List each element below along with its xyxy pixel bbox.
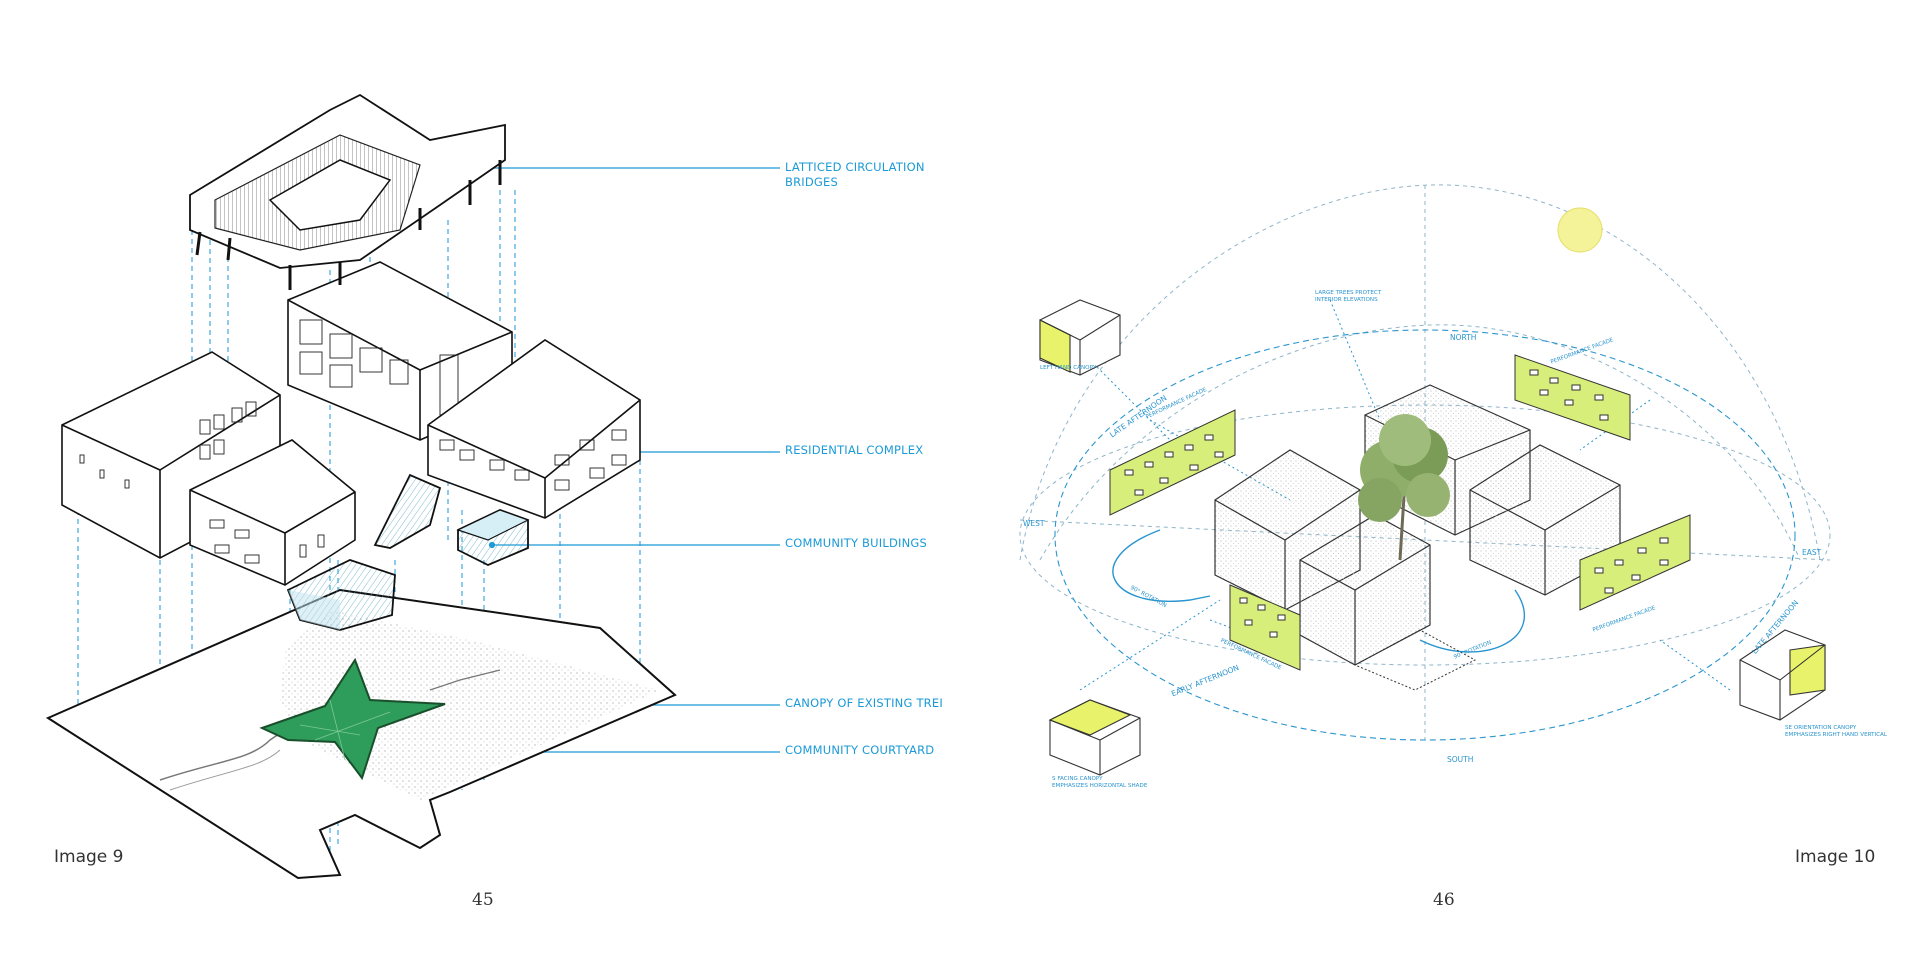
note-large-trees: LARGE TREES PROTECT INTERIOR ELEVATIONS [1315, 290, 1381, 304]
left-page: LATTICED CIRCULATION BRIDGES RESIDENTIAL… [0, 0, 960, 960]
page-number-left: 45 [472, 890, 494, 910]
label-west: WEST [1023, 519, 1045, 528]
latticed-bridges [190, 95, 505, 290]
callout-latticed-line2: BRIDGES [785, 175, 925, 190]
label-east: EAST [1802, 548, 1821, 557]
callout-community-buildings: COMMUNITY BUILDINGS [785, 536, 927, 551]
note-s-facing-line2: EMPHASIZES HORIZONTAL SHADE [1052, 783, 1147, 790]
image-caption-left: Image 9 [54, 847, 123, 867]
note-s-facing-canopy: S FACING CANOPY EMPHASIZES HORIZONTAL SH… [1052, 776, 1147, 790]
canopy-study-left-hand [1040, 300, 1120, 375]
callout-latticed-line1: LATTICED CIRCULATION [785, 160, 925, 175]
canopy-study-se-orientation [1740, 630, 1825, 720]
callout-residential: RESIDENTIAL COMPLEX [785, 443, 923, 458]
canopy-study-s-facing [1050, 700, 1140, 775]
label-north: NORTH [1450, 333, 1476, 342]
image-caption-right: Image 10 [1795, 847, 1875, 867]
note-se-orientation-line1: SE ORIENTATION CANOPY [1785, 725, 1887, 732]
community-building-b [458, 510, 528, 565]
note-large-trees-line2: INTERIOR ELEVATIONS [1315, 297, 1381, 304]
note-se-orientation-canopy: SE ORIENTATION CANOPY EMPHASIZES RIGHT H… [1785, 725, 1887, 739]
callout-courtyard: COMMUNITY COURTYARD [785, 743, 934, 758]
note-se-orientation-line2: EMPHASIZES RIGHT HAND VERTICAL [1785, 732, 1887, 739]
sun-icon [1558, 208, 1602, 252]
note-large-trees-line1: LARGE TREES PROTECT [1315, 290, 1381, 297]
callout-canopy: CANOPY OF EXISTING TREI [785, 696, 943, 711]
performance-facade-top-right [1515, 355, 1630, 440]
right-page: NORTH SOUTH EAST WEST LATE AFTERNOON LAT… [960, 0, 1920, 960]
solar-orientation-diagram [960, 0, 1920, 960]
callout-latticed-bridges: LATTICED CIRCULATION BRIDGES [785, 160, 925, 190]
note-left-hand-canopy: LEFT HAND CANOPY [1040, 365, 1096, 372]
note-s-facing-line1: S FACING CANOPY [1052, 776, 1147, 783]
label-south: SOUTH [1447, 755, 1473, 764]
page-number-right: 46 [1433, 890, 1455, 910]
community-building-a [375, 475, 440, 548]
exploded-axonometric-diagram [0, 0, 960, 960]
